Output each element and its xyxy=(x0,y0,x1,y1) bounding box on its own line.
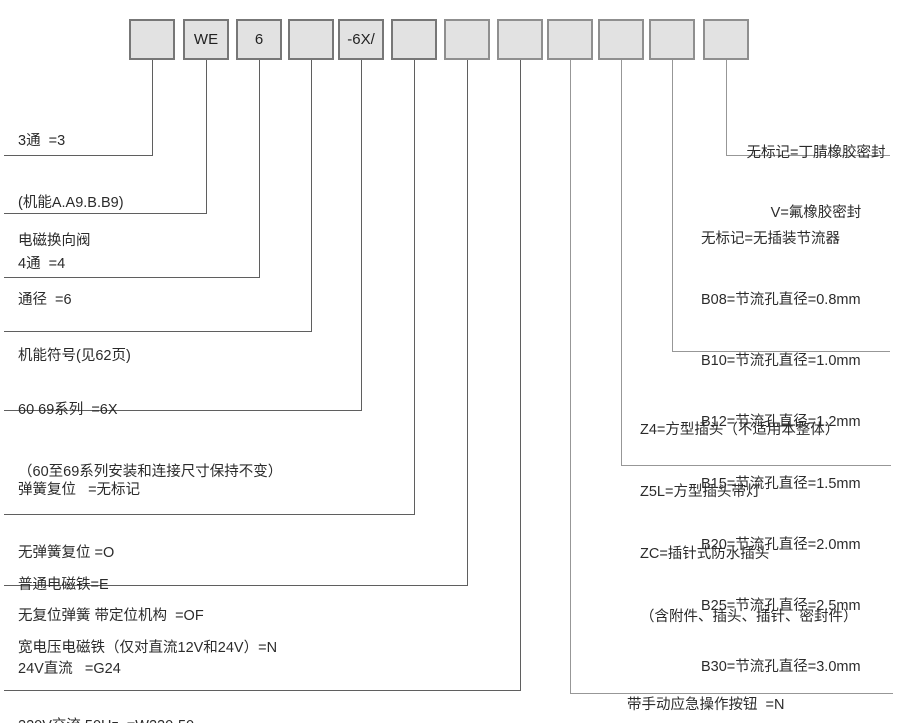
leader-seal xyxy=(726,155,890,156)
throttle-line-5: B15=节流孔直径=1.5mm xyxy=(701,475,861,492)
throttle-line-2: B08=节流孔直径=0.8mm xyxy=(701,292,861,309)
stem-box-10 xyxy=(621,60,622,465)
code-box-2: WE xyxy=(183,19,229,60)
spring-return-line-3: 无复位弹簧 带定位机构 =OF xyxy=(18,608,204,624)
stem-box-11 xyxy=(672,60,673,351)
stem-box-4 xyxy=(311,60,312,331)
stem-box-6 xyxy=(414,60,415,514)
code-box-7 xyxy=(444,19,490,60)
section-solenoid-type-label: 普通电磁铁=E 宽电压电磁铁（仅对直流12V和24V）=N xyxy=(18,533,277,701)
connector-line-3: ZC=插针式防水插头 xyxy=(640,546,770,563)
leader-spring-return xyxy=(4,514,415,515)
voltage-line-2: 220V交流.50Hz =W220-50 xyxy=(18,717,194,723)
leader-voltage xyxy=(4,690,521,691)
stem-box-5 xyxy=(361,60,362,410)
throttle-line-3: B10=节流孔直径=1.0mm xyxy=(701,353,861,370)
leader-valve-type xyxy=(4,213,207,214)
code-box-5: -6X/ xyxy=(338,19,384,60)
section-connector-label: Z4=方型插头（不适用本整体） Z5L=方型插头带灯 ZC=插针式防水插头 （含… xyxy=(640,378,858,669)
section-ways-label: 3通 =3 (机能A.A9.B.B9) 4通 =4 xyxy=(18,90,124,316)
size-line-1: 通径 =6 xyxy=(18,292,72,308)
stem-box-12 xyxy=(726,60,727,155)
connector-line-2: Z5L=方型插头带灯 xyxy=(640,483,761,500)
ways-line-2: (机能A.A9.B.B9) xyxy=(18,194,124,211)
section-spool-symbol-label: 机能符号(见62页) xyxy=(18,305,131,408)
spring-return-line-2: 无弹簧复位 =O xyxy=(18,545,115,561)
throttle-line-4: B12=节流孔直径=1.2mm xyxy=(701,414,861,431)
ways-line-3: 4通 =4 xyxy=(18,256,66,272)
section-seal-label: 无标记=丁腈橡胶密封 V=氟橡胶密封 xyxy=(734,103,898,263)
voltage-line-1: 24V直流 =G24 xyxy=(18,661,121,677)
leader-spool-symbol xyxy=(4,331,312,332)
code-box-8 xyxy=(497,19,543,60)
throttle-line-6: B20=节流孔直径=2.0mm xyxy=(701,536,861,553)
manual-override-line-1: 带手动应急操作按钮 =N xyxy=(627,697,785,713)
stem-box-3 xyxy=(259,60,260,277)
stem-box-8 xyxy=(520,60,521,690)
solenoid-type-line-2: 宽电压电磁铁（仅对直流12V和24V）=N xyxy=(18,640,278,656)
leader-manual-override xyxy=(570,693,893,694)
code-box-12 xyxy=(703,19,749,60)
series-line-1: 60 69系列 =6X xyxy=(18,402,118,418)
stem-box-7 xyxy=(467,60,468,585)
section-voltage-label: 24V直流 =G24 220V交流.50Hz =W220-50 220V交流本整… xyxy=(18,622,194,723)
section-spring-return-label: 弹簧复位 =无标记 无弹簧复位 =O 无复位弹簧 带定位机构 =OF xyxy=(18,438,204,669)
spool-symbol-line-1: 机能符号(见62页) xyxy=(18,348,131,364)
leader-size xyxy=(4,277,260,278)
section-manual-override-label: 带手动应急操作按钮 =N xyxy=(627,654,785,723)
code-box-9 xyxy=(547,19,593,60)
code-box-3: 6 xyxy=(236,19,282,60)
ways-line-1: 3通 =3 xyxy=(18,133,66,149)
code-box-1 xyxy=(129,19,175,60)
leader-connector xyxy=(621,465,891,466)
seal-line-1: 无标记=丁腈橡胶密封 xyxy=(746,145,886,161)
valve-type-line-1: 电磁换向阀 xyxy=(18,233,91,249)
code-box-4 xyxy=(288,19,334,60)
section-series-label: 60 69系列 =6X （60至69系列安装和连接尺寸保持不变） xyxy=(18,359,282,523)
stem-box-2 xyxy=(206,60,207,213)
section-throttle-label: 无标记=无插装节流器 B08=节流孔直径=0.8mm B10=节流孔直径=1.0… xyxy=(701,188,861,719)
spring-return-line-1: 弹簧复位 =无标记 xyxy=(18,482,141,498)
code-box-11 xyxy=(649,19,695,60)
code-box-6 xyxy=(391,19,437,60)
stem-box-1 xyxy=(152,60,153,155)
throttle-line-8: B30=节流孔直径=3.0mm xyxy=(701,659,861,676)
leader-solenoid-type xyxy=(4,585,468,586)
connector-line-1: Z4=方型插头（不适用本整体） xyxy=(640,421,840,438)
stem-box-9 xyxy=(570,60,571,693)
solenoid-type-line-1: 普通电磁铁=E xyxy=(18,577,109,593)
series-line-2: （60至69系列安装和连接尺寸保持不变） xyxy=(18,463,283,480)
section-valve-type-label: 电磁换向阀 xyxy=(18,190,91,293)
throttle-line-7: B25=节流孔直径=2.5mm xyxy=(701,598,861,615)
leader-throttle xyxy=(672,351,890,352)
leader-ways xyxy=(4,155,153,156)
code-box-10 xyxy=(598,19,644,60)
throttle-line-1: 无标记=无插装节流器 xyxy=(701,230,840,247)
connector-line-4: （含附件、插头、插针、密封件） xyxy=(640,608,858,625)
leader-series xyxy=(4,410,362,411)
seal-line-2: V=氟橡胶密封 xyxy=(770,205,862,221)
section-size-label: 通径 =6 xyxy=(18,249,72,352)
